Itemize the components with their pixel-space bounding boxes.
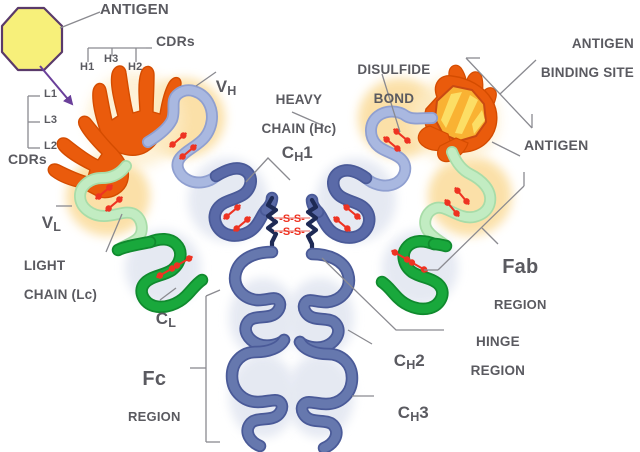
hinge-disulfide-labels: -S-S- -S-S- — [274, 213, 310, 238]
label-vh-subscript: H — [227, 84, 237, 99]
label-cl-subscript: L — [168, 316, 176, 331]
label-light-chain-line2: CHAIN (Lc) — [23, 286, 98, 302]
label-cl: CL — [136, 292, 176, 349]
label-cdr-h3: H3 — [104, 53, 119, 65]
label-ch1-main: C — [281, 143, 295, 163]
label-antigen-top: ANTIGEN — [100, 1, 169, 18]
label-ch3-subscript: H — [410, 410, 420, 425]
label-cdrs-heavy: CDRs — [156, 33, 195, 49]
label-vl-main: V — [41, 213, 54, 233]
label-ch2: CH2 — [374, 334, 425, 391]
label-cdr-l2: L2 — [44, 140, 58, 152]
leader-lines — [27, 11, 537, 443]
label-ch1-subscript: H — [294, 150, 304, 165]
hinge-ss-label-1: -S-S- — [279, 213, 305, 225]
fc-region-domains — [225, 245, 359, 452]
label-ch3-number: 3 — [419, 403, 429, 423]
label-fc-region: Fc REGION — [104, 352, 186, 443]
label-disulfide-line2: BOND — [373, 90, 415, 106]
label-vl: VL — [22, 196, 61, 253]
label-ch1-number: 1 — [303, 143, 313, 163]
light-chain-left — [74, 160, 209, 314]
label-hinge-region: HINGE REGION — [444, 320, 536, 393]
label-vh-main: V — [215, 77, 228, 97]
label-antigen-binding-site: ANTIGEN BINDING SITE — [468, 22, 634, 95]
label-light-chain: LIGHT CHAIN (Lc) — [8, 244, 97, 317]
hinge-region-zigzag — [265, 195, 319, 257]
heavy-chain-left — [142, 84, 279, 242]
label-fab-region: Fab REGION — [466, 240, 556, 331]
label-cdr-h2: H2 — [128, 61, 143, 73]
label-disulfide-line1: DISULFIDE — [357, 61, 431, 77]
light-chain-right — [375, 146, 497, 316]
antigen-binding-arrow — [39, 65, 74, 106]
label-ch3-main: C — [397, 403, 411, 423]
label-antigen-binding-line2: BINDING SITE — [540, 64, 634, 80]
label-cdr-l3: L3 — [44, 114, 58, 126]
label-ch3: CH3 — [378, 386, 429, 443]
label-fab-region-word: REGION — [494, 297, 547, 313]
label-disulfide-bond: DISULFIDE BOND — [334, 48, 438, 121]
label-cl-main: C — [155, 309, 169, 329]
cdr-fingers-right-grip — [417, 64, 498, 163]
free-antigen-octagon — [0, 6, 64, 72]
label-antigen-right: ANTIGEN — [524, 137, 589, 153]
label-cdr-h1: H1 — [80, 61, 95, 73]
label-cdr-l1: L1 — [44, 88, 58, 100]
label-fab-name: Fab — [502, 256, 539, 279]
label-hinge-line1: HINGE — [476, 333, 520, 349]
label-heavy-chain: HEAVY CHAIN (Hc) — [236, 78, 346, 151]
label-heavy-chain-line2: CHAIN (Hc) — [261, 120, 337, 136]
label-cdrs-light: CDRs — [8, 151, 47, 167]
label-ch2-main: C — [393, 351, 407, 371]
label-antigen-binding-line1: ANTIGEN — [571, 35, 634, 51]
label-fc-name: Fc — [142, 368, 167, 391]
label-ch1: CH1 — [262, 126, 313, 183]
label-hinge-line2: REGION — [470, 362, 526, 378]
label-heavy-chain-line1: HEAVY — [275, 91, 323, 107]
label-vl-subscript: L — [53, 220, 61, 235]
hinge-ss-label-2: -S-S- — [279, 226, 305, 238]
label-ch2-number: 2 — [415, 351, 425, 371]
label-fc-region-word: REGION — [128, 409, 181, 425]
label-ch2-subscript: H — [406, 358, 416, 373]
label-light-chain-line1: LIGHT — [23, 257, 66, 273]
label-vh: VH — [196, 60, 237, 117]
